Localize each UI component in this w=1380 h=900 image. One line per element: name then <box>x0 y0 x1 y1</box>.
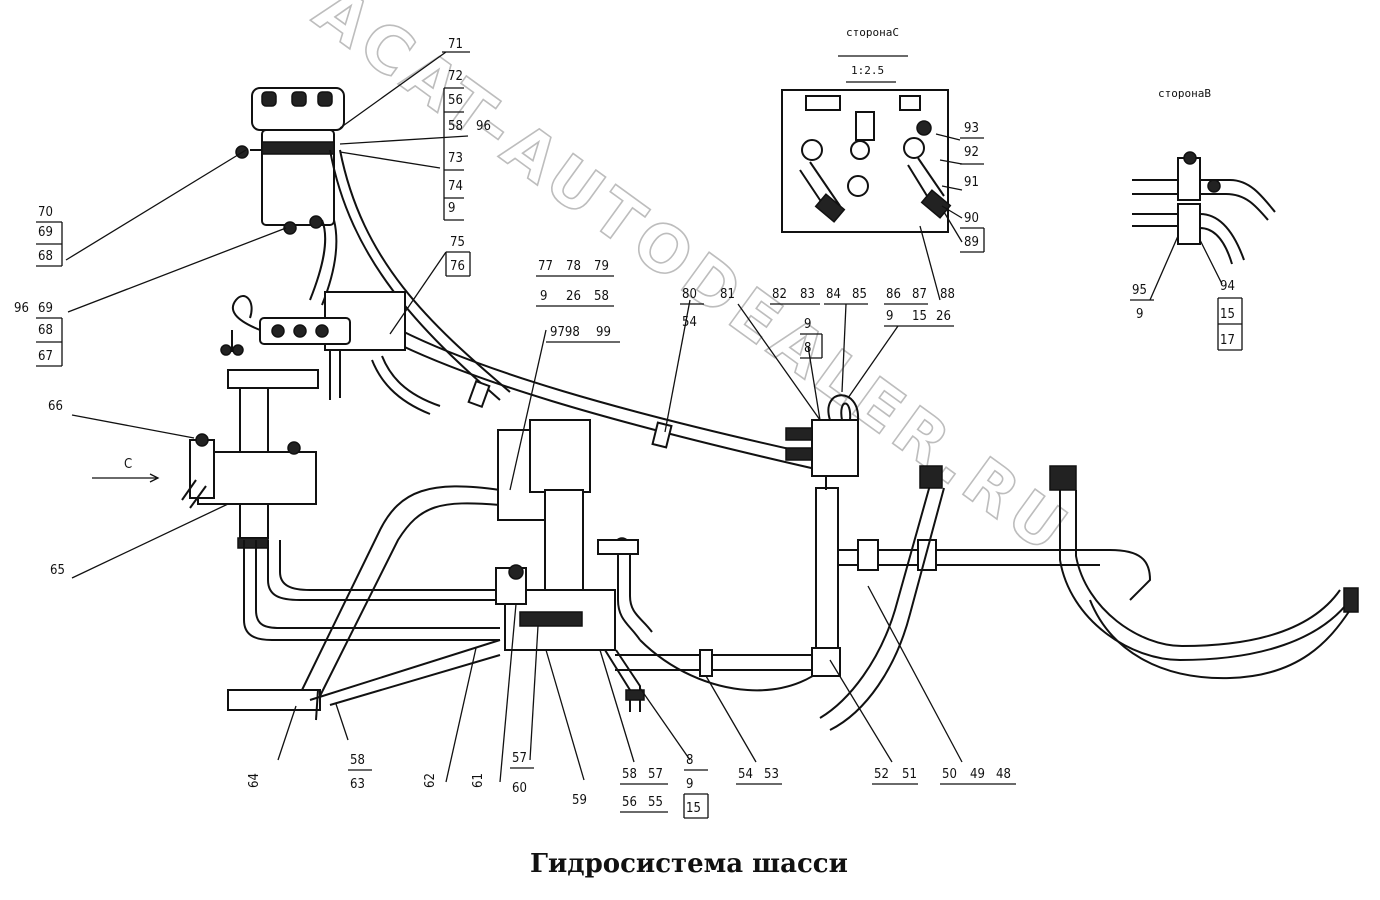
oil-reservoir <box>235 87 345 306</box>
callout-88: 88 <box>940 287 955 302</box>
callout-9c: 9 <box>540 289 547 304</box>
callout-60: 60 <box>512 781 527 796</box>
callout-9: 9 <box>448 201 455 216</box>
callout-94: 94 <box>1220 279 1235 294</box>
watermark: ACAT-AUTODEALER.RU <box>300 0 1085 571</box>
callout-68: 68 <box>38 249 53 264</box>
callout-62: 62 <box>423 773 438 788</box>
callout-57b: 57 <box>648 767 663 782</box>
callout-64: 64 <box>247 773 262 788</box>
callout-8: 8 <box>804 341 811 356</box>
callout-78: 78 <box>566 259 581 274</box>
callout-73: 73 <box>448 151 463 166</box>
view-c-inset: сторонаС 1:2.5 <box>781 26 952 233</box>
callout-95: 95 <box>1132 283 1147 298</box>
callout-70: 70 <box>38 205 53 220</box>
callout-85: 85 <box>852 287 867 302</box>
callout-87: 87 <box>912 287 927 302</box>
callout-84: 84 <box>826 287 841 302</box>
callout-15: 15 <box>912 309 927 324</box>
callout-76: 76 <box>450 259 465 274</box>
callout-49: 49 <box>970 767 985 782</box>
view-c-caption: сторонаС <box>846 26 899 39</box>
view-b-caption: сторонаВ <box>1158 87 1211 100</box>
leader-lines <box>65 51 1223 783</box>
callout-50: 50 <box>942 767 957 782</box>
svg-text:ACAT-AUTODEALER.RU: ACAT-AUTODEALER.RU <box>301 0 1084 570</box>
callout-51: 51 <box>902 767 917 782</box>
callout-26: 26 <box>566 289 581 304</box>
callout-8b: 8 <box>686 753 693 768</box>
callout-54: 54 <box>682 315 697 330</box>
callout-69: 69 <box>38 225 53 240</box>
callout-15c: 15 <box>686 801 701 816</box>
callout-93: 93 <box>964 121 979 136</box>
callout-89: 89 <box>964 235 979 250</box>
callout-83: 83 <box>800 287 815 302</box>
steering-unit <box>181 369 319 549</box>
callout-79: 79 <box>594 259 609 274</box>
callout-labels: 71 72 56 58 96 73 74 9 70 69 68 96 69 68… <box>14 37 1243 819</box>
callout-9d: 9 <box>804 317 811 332</box>
callout-96b: 96 <box>14 301 29 316</box>
callout-68b: 68 <box>38 323 53 338</box>
diagram-title: Гидросистема шасси <box>530 849 848 879</box>
callout-72: 72 <box>448 69 463 84</box>
callout-26b: 26 <box>936 309 951 324</box>
callout-69b: 69 <box>38 301 53 316</box>
valve-block <box>220 291 441 415</box>
view-b-inset: сторонаВ <box>1132 87 1276 265</box>
callout-9e: 9 <box>886 309 893 324</box>
callout-65: 65 <box>50 563 65 578</box>
callout-92: 92 <box>964 145 979 160</box>
callout-53: 53 <box>764 767 779 782</box>
view-c-scale: 1:2.5 <box>851 64 884 77</box>
callout-54b: 54 <box>738 767 753 782</box>
callout-9798: 9798 <box>550 325 580 340</box>
callout-91: 91 <box>964 175 979 190</box>
callout-56: 56 <box>448 93 463 108</box>
callout-9f: 9 <box>1136 307 1143 322</box>
callout-58c: 58 <box>594 289 609 304</box>
callout-74: 74 <box>448 179 463 194</box>
pump-assembly <box>495 419 653 712</box>
callout-58: 58 <box>448 119 463 134</box>
callout-58d: 58 <box>350 753 365 768</box>
callout-86: 86 <box>886 287 901 302</box>
callout-66: 66 <box>48 399 63 414</box>
callout-67: 67 <box>38 349 53 364</box>
callout-15b: 15 <box>1220 307 1235 322</box>
callout-17: 17 <box>1220 333 1235 348</box>
callout-71: 71 <box>448 37 463 52</box>
callout-63: 63 <box>350 777 365 792</box>
arrow-c-label: C <box>124 457 132 472</box>
callout-52: 52 <box>874 767 889 782</box>
callout-55: 55 <box>648 795 663 810</box>
callout-58e: 58 <box>622 767 637 782</box>
callout-56b: 56 <box>622 795 637 810</box>
callout-81: 81 <box>720 287 735 302</box>
callout-80: 80 <box>682 287 697 302</box>
callout-99: 99 <box>596 325 611 340</box>
callout-77: 77 <box>538 259 553 274</box>
callout-75: 75 <box>450 235 465 250</box>
callout-48: 48 <box>996 767 1011 782</box>
callout-82: 82 <box>772 287 787 302</box>
callout-96: 96 <box>476 119 491 134</box>
callout-90: 90 <box>964 211 979 226</box>
view-arrow-c: C <box>92 457 160 483</box>
callout-9g: 9 <box>686 777 693 792</box>
priority-valve <box>785 394 860 490</box>
callout-59: 59 <box>572 793 587 808</box>
callout-61: 61 <box>471 773 486 788</box>
callout-57: 57 <box>512 751 527 766</box>
